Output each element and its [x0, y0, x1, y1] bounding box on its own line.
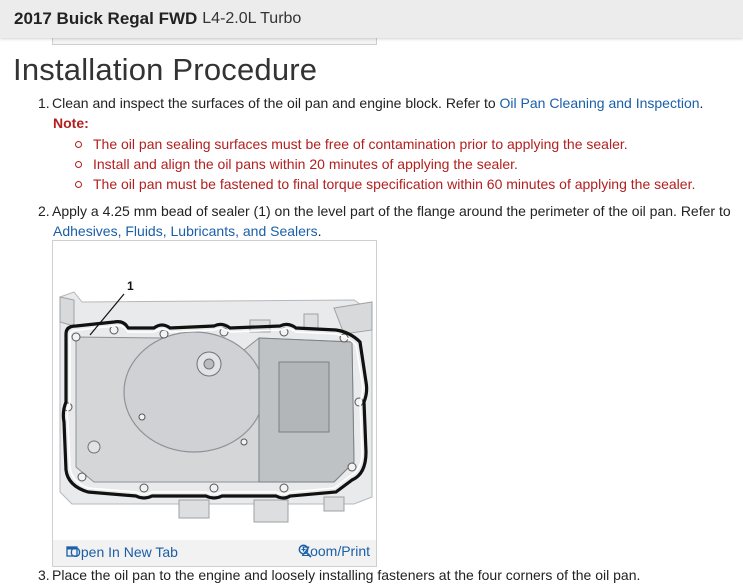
zoom-print-button[interactable]: Zoom/Print — [297, 543, 370, 559]
note-item: Install and align the oil pans within 20… — [75, 154, 695, 174]
oil-pan-cleaning-link[interactable]: Oil Pan Cleaning and Inspection — [499, 95, 700, 111]
step-number: 2. — [38, 203, 50, 219]
step-text: Clean and inspect the surfaces of the oi… — [52, 95, 704, 111]
figure-toolbar: Open In New Tab Zoom/Print — [53, 540, 376, 566]
note-label: Note: — [53, 115, 89, 131]
page-header: 2017 Buick Regal FWD L4-2.0L Turbo — [0, 0, 743, 38]
callout-1: 1 — [127, 279, 134, 293]
adhesives-fluids-link[interactable]: Adhesives, Fluids, Lubricants, and Seale… — [53, 223, 318, 239]
bullet-icon — [75, 141, 82, 148]
oil-pan-sealer-figure: 1 Open In New Tab Zoom/Print — [52, 240, 377, 567]
step-number: 3. — [38, 567, 50, 583]
step-text: Place the oil pan to the engine and loos… — [52, 567, 641, 583]
previous-figure-edge — [52, 38, 377, 45]
step-2-continued: Adhesives, Fluids, Lubricants, and Seale… — [53, 223, 322, 239]
zoom-print-label: Zoom/Print — [301, 543, 370, 559]
note-item: The oil pan must be fastened to final to… — [75, 174, 695, 194]
note-item: The oil pan sealing surfaces must be fre… — [75, 134, 695, 154]
oil-pan-illustration: 1 — [54, 242, 375, 538]
step-text: Apply a 4.25 mm bead of sealer (1) on th… — [52, 203, 731, 219]
bullet-icon — [75, 181, 82, 188]
engine-spec: L4-2.0L Turbo — [202, 10, 302, 27]
open-in-new-tab-label: Open In New Tab — [70, 544, 178, 560]
bullet-icon — [75, 161, 82, 168]
section-title: Installation Procedure — [13, 52, 318, 87]
open-in-new-tab-button[interactable]: Open In New Tab — [65, 544, 178, 560]
note-list: The oil pan sealing surfaces must be fre… — [75, 134, 695, 194]
vehicle-name: 2017 Buick Regal FWD — [14, 9, 198, 28]
step-number: 1. — [38, 95, 50, 111]
